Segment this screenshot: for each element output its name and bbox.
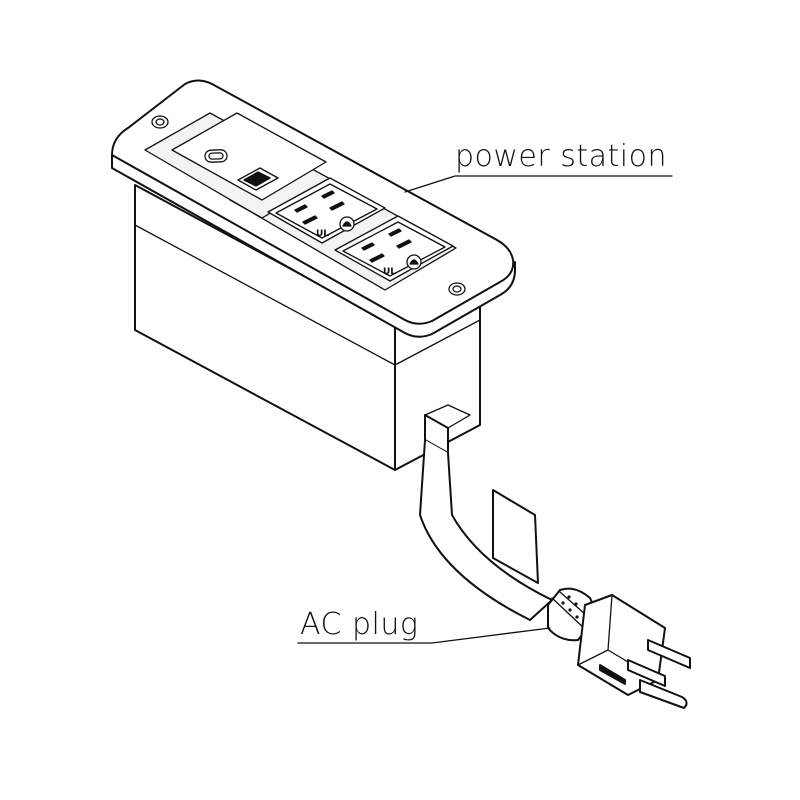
usb-a-port xyxy=(237,167,279,191)
power-cord xyxy=(419,439,553,621)
outlet-receptacle-2: UL xyxy=(334,215,454,282)
leader-line-power-station xyxy=(404,175,673,193)
mounting-hole-bottom xyxy=(448,282,466,296)
callout-ac-plug: AC plug xyxy=(297,607,551,644)
ac-plug xyxy=(547,587,691,709)
cord-tag xyxy=(492,489,539,584)
faceplate: UL UL xyxy=(111,79,516,338)
mounting-hole-top xyxy=(151,115,169,129)
svg-text:UL: UL xyxy=(383,267,396,277)
usb-c-port xyxy=(204,149,228,163)
label-power-station: power station xyxy=(455,139,667,174)
label-ac-plug: AC plug xyxy=(300,607,418,642)
svg-text:UL: UL xyxy=(316,229,329,239)
plug-prong-middle xyxy=(627,659,666,687)
plug-prong-top xyxy=(647,639,691,669)
leader-line-ac-plug xyxy=(297,627,551,644)
plug-ground-pin xyxy=(639,679,688,709)
callout-power-station: power station xyxy=(404,139,673,193)
outlet-receptacle-1: UL xyxy=(267,177,386,244)
